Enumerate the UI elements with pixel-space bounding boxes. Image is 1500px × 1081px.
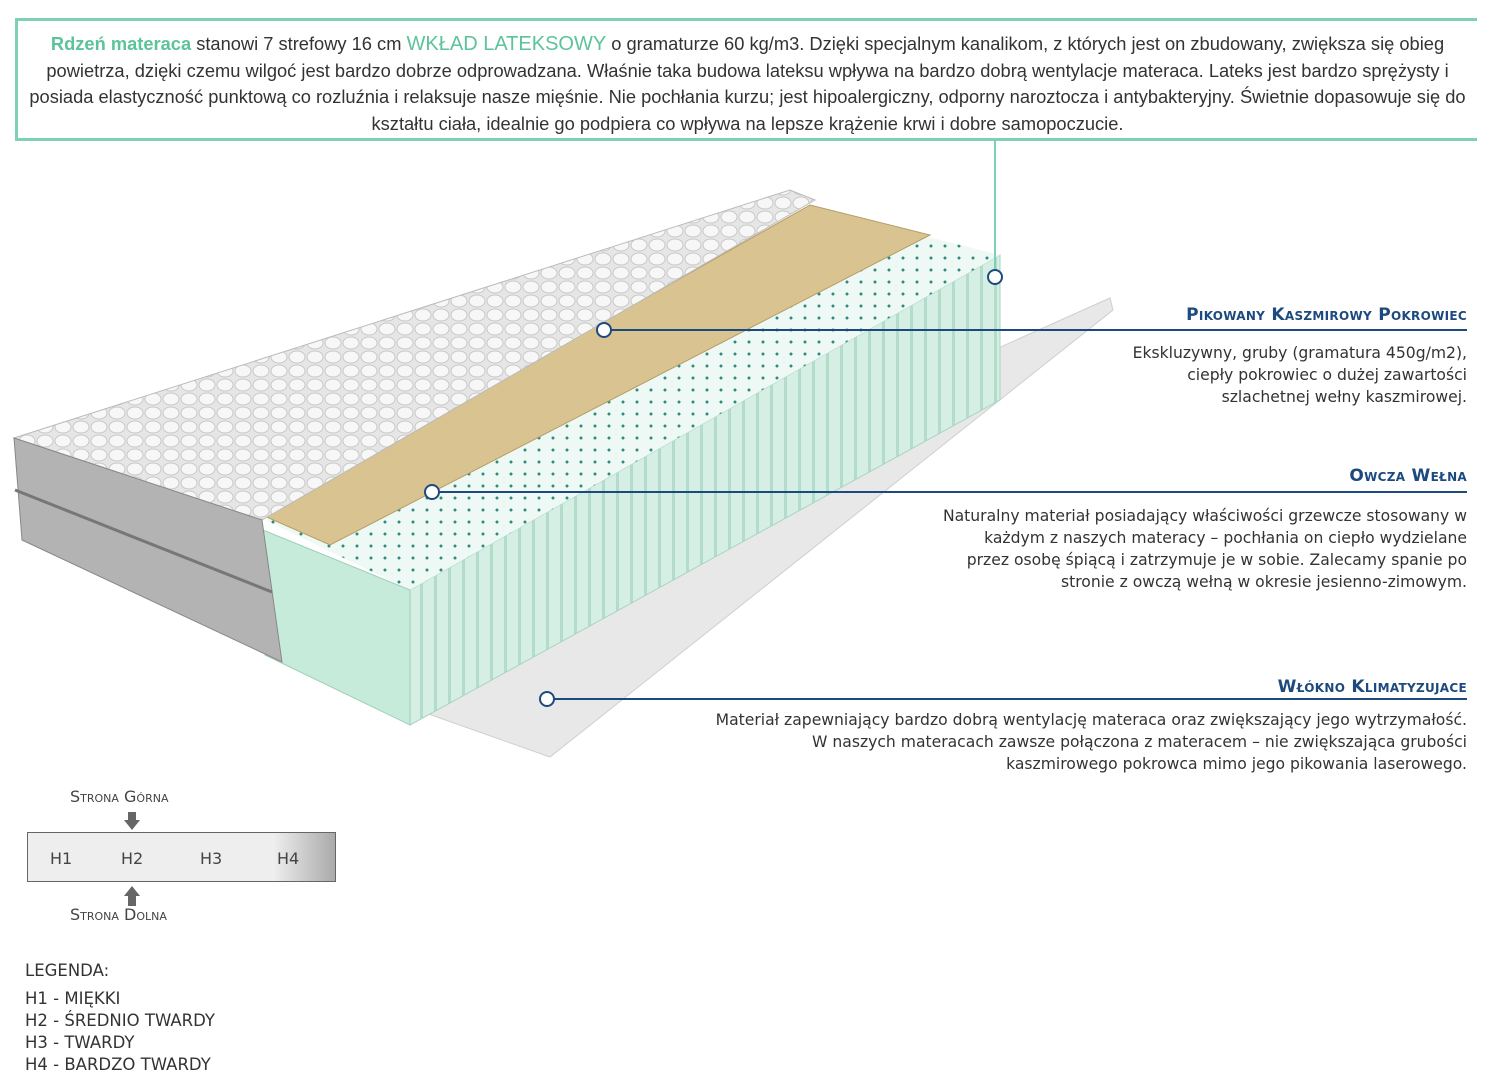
top-side-label: Strona Górna bbox=[70, 787, 169, 806]
layer-desc-cover: Ekskluzywny, gruby (gramatura 450g/m2),c… bbox=[1132, 344, 1467, 406]
firmness-h4: H4 bbox=[277, 849, 300, 868]
legend-list: H1 - MIĘKKI H2 - ŚREDNIO TWARDY H3 - TWA… bbox=[25, 988, 215, 1076]
arrow-up-icon bbox=[124, 886, 140, 906]
layer-title-wool: Owcza Wełna bbox=[1349, 466, 1467, 486]
legend-item: H3 - TWARDY bbox=[25, 1033, 135, 1052]
legend-item: H1 - MIĘKKI bbox=[25, 989, 121, 1008]
bottom-side-label: Strona Dolna bbox=[70, 905, 167, 924]
firmness-scale: H1 H2 H3 H4 bbox=[27, 832, 336, 882]
firmness-h1: H1 bbox=[50, 849, 73, 868]
latex-top bbox=[265, 210, 1000, 590]
intro-highlight-latex: WKŁAD LATEKSOWY bbox=[406, 33, 607, 55]
layer-desc-fiber: Materiał zapewniający bardzo dobrą wenty… bbox=[715, 711, 1467, 773]
intro-text: Rdzeń materaca stanowi 7 strefowy 16 cm … bbox=[18, 21, 1477, 137]
intro-box: Rdzeń materaca stanowi 7 strefowy 16 cm … bbox=[15, 18, 1477, 141]
firmness-h2: H2 bbox=[121, 849, 144, 868]
intro-text-1: stanowi 7 strefowy 16 cm bbox=[191, 33, 407, 54]
intro-text-2: o gramaturze 60 kg/m3. Dzięki specjalnym… bbox=[29, 33, 1466, 134]
layer-title-cover: Pikowany Kaszmirowy Pokrowiec bbox=[1186, 305, 1467, 325]
layer-title-fiber: Włókno Klimatyzujace bbox=[1277, 677, 1467, 697]
legend-item: H2 - ŚREDNIO TWARDY bbox=[25, 1011, 215, 1030]
legend-item: H4 - BARDZO TWARDY bbox=[25, 1055, 211, 1074]
legend-title: LEGENDA: bbox=[25, 961, 110, 980]
cover-side bbox=[13, 437, 283, 663]
arrow-down-icon bbox=[124, 812, 140, 830]
firmness-h3: H3 bbox=[200, 849, 223, 868]
intro-highlight-core: Rdzeń materaca bbox=[50, 33, 192, 54]
layer-desc-wool: Naturalny materiał posiadający właściwoś… bbox=[942, 507, 1467, 591]
